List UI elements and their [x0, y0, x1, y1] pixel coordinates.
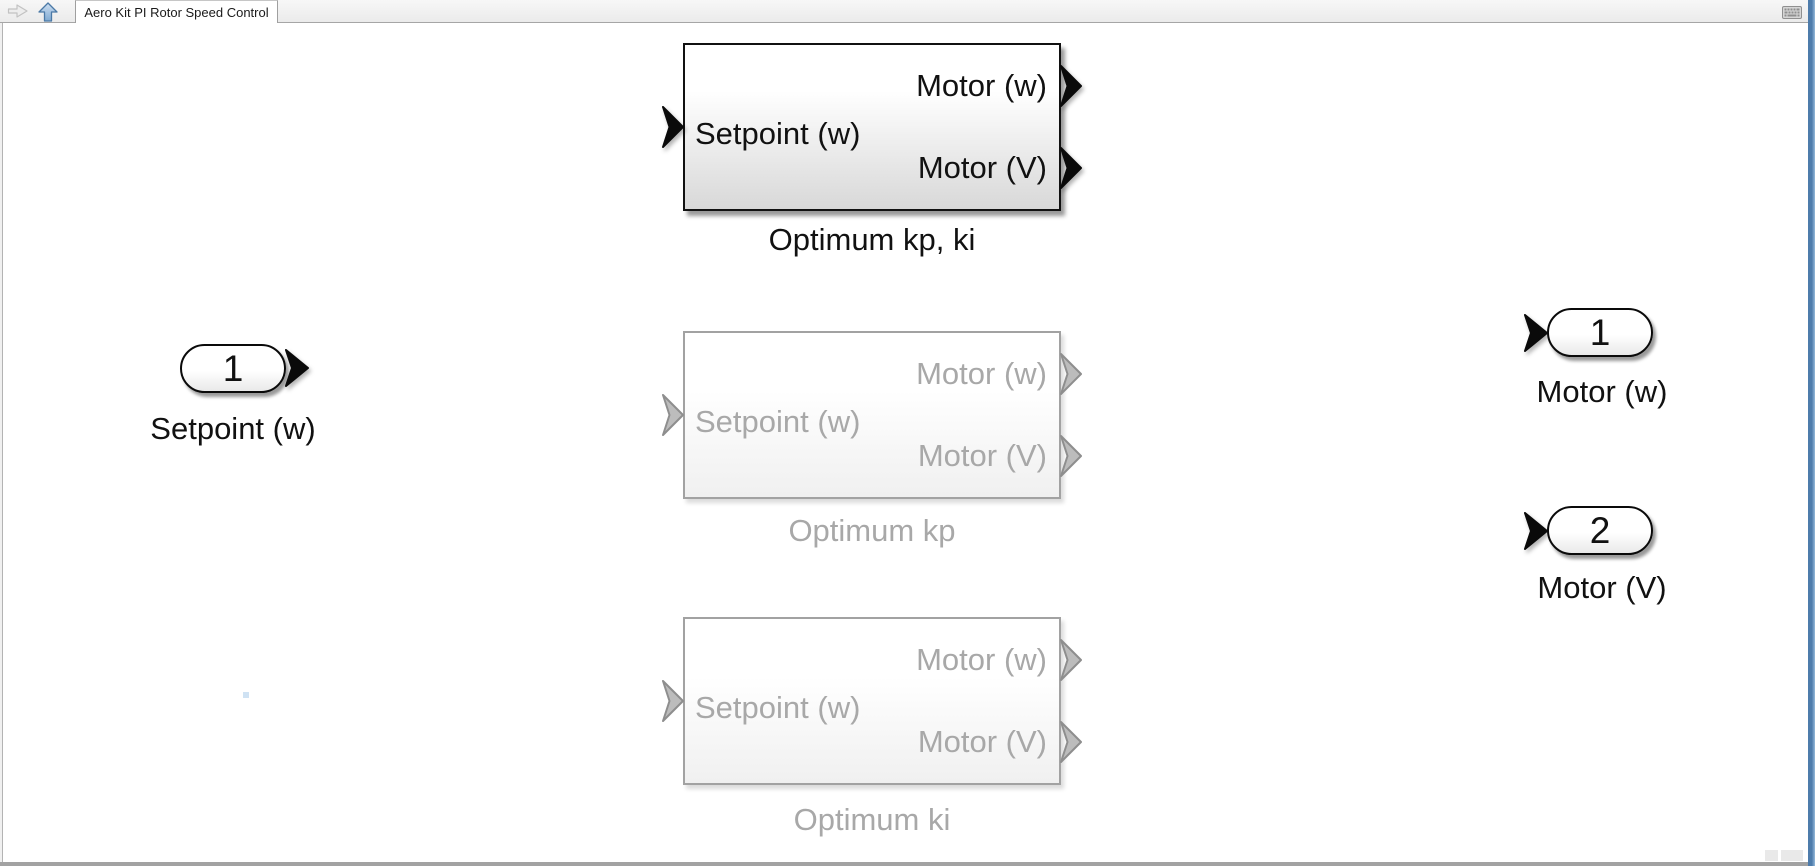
subsystem-block-optimum-ki[interactable]: Setpoint (w) Motor (w) Motor (V): [662, 617, 1082, 785]
subsystem-block-optimum-kp-ki[interactable]: Setpoint (w) Motor (w) Motor (V): [662, 43, 1082, 211]
canvas-left-border: [0, 23, 3, 862]
input-port-icon[interactable]: [662, 105, 684, 149]
inport-block[interactable]: 1: [180, 344, 286, 393]
forward-arrow-icon[interactable]: [7, 3, 29, 19]
output-port-icon[interactable]: [1060, 352, 1082, 396]
outport-number: 1: [1589, 311, 1611, 353]
inport-number: 1: [222, 347, 244, 389]
input-port-icon[interactable]: [662, 679, 684, 723]
inport-name-label[interactable]: Setpoint (w): [150, 411, 316, 446]
block-input-port-label: Setpoint (w): [695, 690, 861, 725]
subsystem-block-optimum-kp[interactable]: Setpoint (w) Motor (w) Motor (V): [662, 331, 1082, 499]
block-output-port-label: Motor (w): [916, 356, 1047, 391]
output-port-icon[interactable]: [285, 348, 309, 388]
block-name-label[interactable]: Optimum kp: [788, 513, 956, 548]
block-input-port-label: Setpoint (w): [695, 116, 861, 151]
breadcrumb-bar: Aero Kit PI Rotor Speed Control: [0, 0, 1815, 23]
block-output-port-label: Motor (V): [917, 150, 1047, 185]
output-port-icon[interactable]: [1060, 720, 1082, 764]
tab-model-breadcrumb[interactable]: Aero Kit PI Rotor Speed Control: [75, 0, 278, 23]
output-port-icon[interactable]: [1060, 638, 1082, 682]
block-name-label[interactable]: Optimum ki: [793, 802, 951, 837]
block-output-port-label: Motor (w): [916, 642, 1047, 677]
output-port-icon[interactable]: [1060, 64, 1082, 108]
output-port-icon[interactable]: [1060, 146, 1082, 190]
input-port-icon[interactable]: [1524, 511, 1548, 551]
keyboard-icon[interactable]: [1782, 6, 1802, 19]
block-name-label[interactable]: Optimum kp, ki: [768, 222, 976, 257]
input-port-icon[interactable]: [662, 393, 684, 437]
block-output-port-label: Motor (w): [916, 68, 1047, 103]
window-edge-blue: [1808, 0, 1815, 866]
block-input-port-label: Setpoint (w): [695, 404, 861, 439]
scrollbar-corner: [1765, 850, 1803, 861]
outport-block[interactable]: 1: [1547, 308, 1653, 357]
outport-block[interactable]: 2: [1547, 506, 1653, 555]
block-output-port-label: Motor (V): [917, 438, 1047, 473]
outport-name-label[interactable]: Motor (w): [1536, 374, 1668, 409]
input-port-icon[interactable]: [1524, 313, 1548, 353]
window-bottom-border: [0, 862, 1815, 866]
block-output-port-label: Motor (V): [917, 724, 1047, 759]
annotation-dot: [243, 692, 249, 698]
output-port-icon[interactable]: [1060, 434, 1082, 478]
up-arrow-icon[interactable]: [38, 2, 58, 22]
tab-title: Aero Kit PI Rotor Speed Control: [84, 4, 269, 20]
outport-name-label[interactable]: Motor (V): [1537, 570, 1667, 605]
outport-number: 2: [1589, 509, 1611, 551]
